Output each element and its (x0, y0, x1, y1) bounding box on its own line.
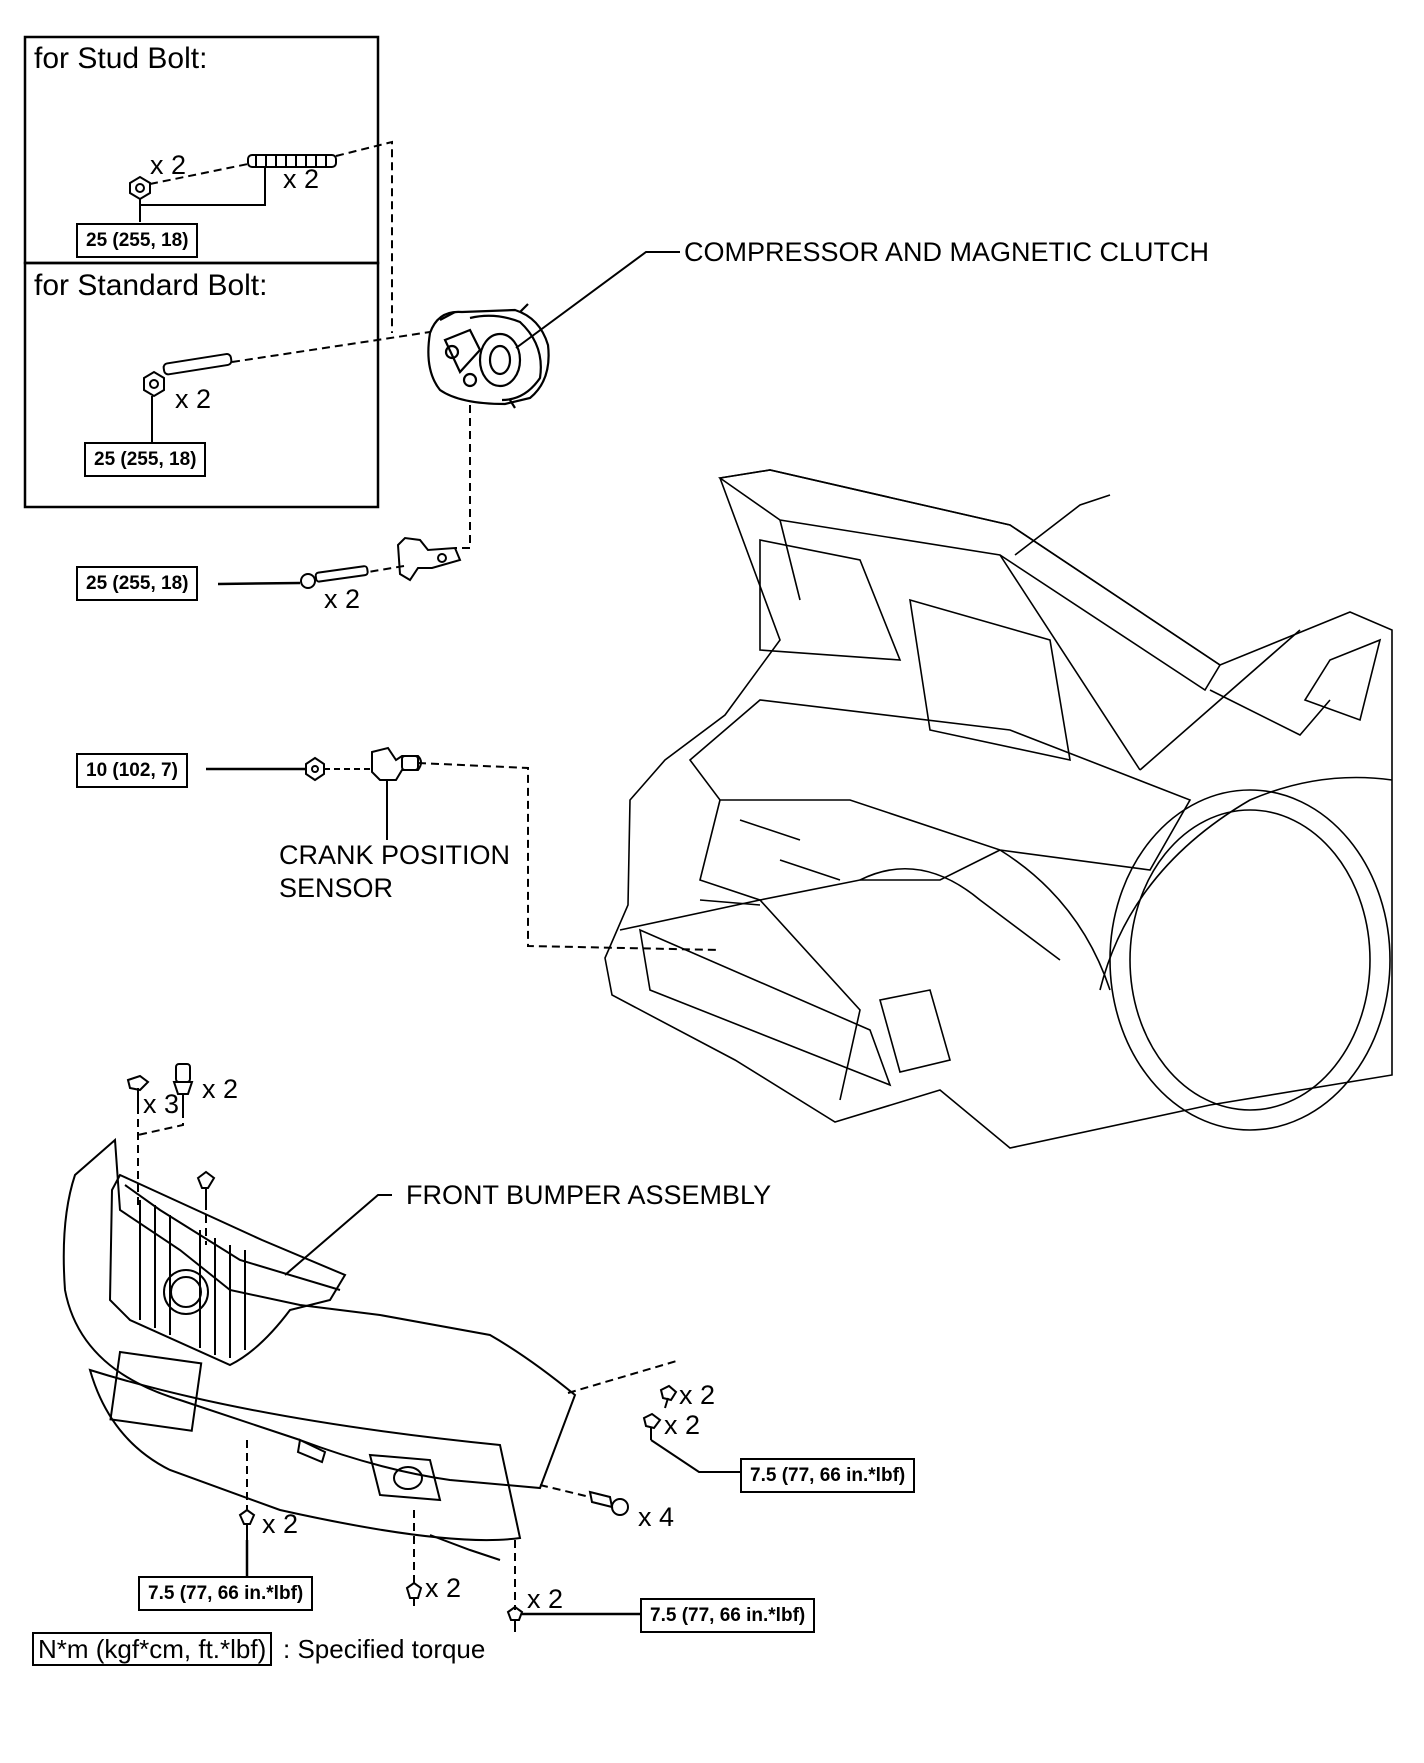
torque-stud-bolt: 25 (255, 18) (76, 223, 199, 258)
front-bumper-icon (62, 1137, 577, 1561)
torque-side-screw: 7.5 (77, 66 in.*lbf) (740, 1458, 916, 1493)
stud-bolt-qty: x 2 (283, 164, 320, 194)
bumper-leader (284, 1194, 392, 1276)
bracket-bolt-icon (300, 565, 369, 589)
torque-under-screw-left: 7.5 (77, 66 in.*lbf) (138, 1576, 314, 1611)
crank-sensor-icon (371, 746, 422, 781)
crank-bolt-icon (305, 756, 325, 782)
legend-unit-box: N*m (kgf*cm, ft.*lbf) (32, 1632, 273, 1666)
crank-sensor-label-line1: CRANK POSITION (279, 840, 511, 870)
torque-bracket-bolt: 25 (255, 18) (76, 566, 199, 601)
under-clip-qty: x 2 (425, 1573, 462, 1603)
bracket-icon (396, 536, 462, 582)
bumper-bolt-x4-icon (588, 1490, 629, 1516)
stud-nut-icon (129, 175, 151, 201)
bumper-bolt-qty: x 4 (638, 1502, 675, 1532)
compressor-label: COMPRESSOR AND MAGNETIC CLUTCH (684, 237, 1210, 267)
standard-bolt-panel (23, 261, 380, 509)
torque-standard-bolt: 25 (255, 18) (84, 442, 207, 477)
clip-x3-icon (126, 1074, 150, 1106)
under-screw-right-qty: x 2 (527, 1584, 564, 1614)
standard-bolt-title: for Standard Bolt: (34, 269, 268, 302)
compressor-leader (515, 251, 680, 349)
standard-bolt-icon (143, 353, 233, 398)
side-clip-qty: x 2 (679, 1380, 716, 1410)
bracket-bolt-qty: x 2 (324, 584, 361, 614)
vehicle-icon (604, 469, 1393, 1149)
bumper-under-clip-icon (405, 1581, 423, 1606)
clip-x2-icon (172, 1063, 194, 1110)
clip-x3-qty: x 3 (143, 1089, 180, 1119)
standard-bolt-qty: x 2 (175, 384, 212, 414)
bumper-label: FRONT BUMPER ASSEMBLY (406, 1180, 772, 1210)
clip-x2-qty: x 2 (202, 1074, 239, 1104)
torque-crank-sensor: 10 (102, 7) (76, 753, 188, 788)
under-screw-left-qty: x 2 (262, 1509, 299, 1539)
stud-nut-qty: x 2 (150, 150, 187, 180)
clip-small-icon (196, 1170, 216, 1202)
compressor-icon (427, 303, 550, 409)
stud-bolt-icon (247, 154, 337, 168)
bumper-under-screw-right-icon (506, 1605, 524, 1632)
crank-sensor-label-line2: SENSOR (279, 873, 394, 903)
torque-under-screw-right: 7.5 (77, 66 in.*lbf) (640, 1598, 816, 1633)
stud-bolt-title: for Stud Bolt: (34, 42, 208, 75)
bumper-under-screw-left-icon (238, 1508, 256, 1540)
legend-description: : Specified torque (283, 1634, 486, 1664)
side-screw-qty: x 2 (664, 1410, 701, 1440)
bumper-side-clip-icon (659, 1384, 678, 1409)
bumper-side-screw-icon (642, 1412, 662, 1440)
